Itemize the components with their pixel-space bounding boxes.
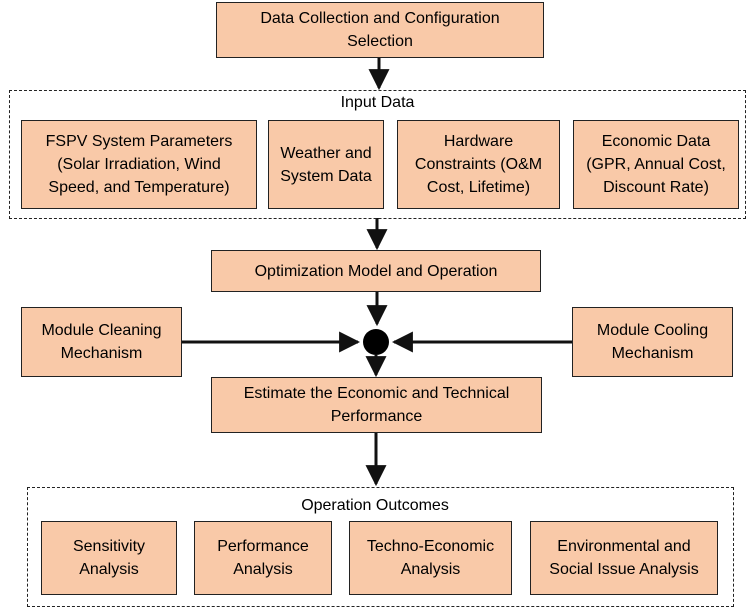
economic-data-label: Economic Data (GPR, Annual Cost, Discoun… xyxy=(586,133,726,196)
environmental-social-label: Environmental and Social Issue Analysis xyxy=(549,538,699,578)
module-cooling-label: Module Cooling Mechanism xyxy=(596,322,709,362)
performance-analysis-label: Performance Analysis xyxy=(217,538,309,578)
weather-system-box: Weather and System Data xyxy=(268,120,384,209)
hardware-constraints-label: Hardware Constraints (O&M Cost, Lifetime… xyxy=(414,133,543,196)
input-data-group xyxy=(9,90,746,219)
performance-analysis-box: Performance Analysis xyxy=(194,521,332,595)
operation-outcomes-title: Operation Outcomes xyxy=(284,497,466,519)
data-collection-label: Data Collection and Configuration Select… xyxy=(260,10,500,50)
module-cooling-box: Module Cooling Mechanism xyxy=(572,307,733,377)
environmental-social-box: Environmental and Social Issue Analysis xyxy=(530,521,718,595)
fspv-parameters-label: FSPV System Parameters (Solar Irradiatio… xyxy=(45,133,233,196)
sensitivity-analysis-label: Sensitivity Analysis xyxy=(72,538,146,578)
estimate-performance-label: Estimate the Economic and Technical Perf… xyxy=(243,385,510,425)
techno-economic-label: Techno-Economic Analysis xyxy=(366,538,495,578)
sensitivity-analysis-box: Sensitivity Analysis xyxy=(41,521,177,595)
input-data-title: Input Data xyxy=(320,94,435,116)
module-cleaning-label: Module Cleaning Mechanism xyxy=(41,322,162,362)
hardware-constraints-box: Hardware Constraints (O&M Cost, Lifetime… xyxy=(397,120,560,209)
junction-node xyxy=(363,329,389,355)
techno-economic-box: Techno-Economic Analysis xyxy=(349,521,512,595)
economic-data-box: Economic Data (GPR, Annual Cost, Discoun… xyxy=(573,120,739,209)
module-cleaning-box: Module Cleaning Mechanism xyxy=(21,307,182,377)
optimization-box: Optimization Model and Operation xyxy=(211,250,541,292)
optimization-label: Optimization Model and Operation xyxy=(254,262,498,280)
operation-outcomes-group xyxy=(27,487,734,607)
data-collection-box: Data Collection and Configuration Select… xyxy=(216,2,544,58)
weather-system-label: Weather and System Data xyxy=(280,144,372,185)
fspv-parameters-box: FSPV System Parameters (Solar Irradiatio… xyxy=(21,120,257,209)
estimate-performance-box: Estimate the Economic and Technical Perf… xyxy=(211,377,542,433)
